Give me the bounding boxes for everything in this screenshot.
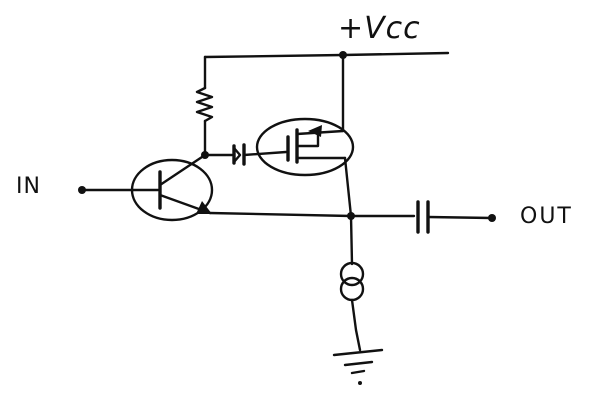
resistor-symbol	[195, 86, 214, 123]
bjt-emitter-arrow	[196, 201, 212, 214]
current-source-circle-lower	[339, 276, 365, 302]
input-label: IN	[16, 174, 41, 199]
gate-arrow-tip	[232, 146, 242, 164]
input-terminal	[78, 186, 86, 194]
ground-line-2	[343, 360, 374, 367]
bjt-collector	[158, 153, 207, 187]
gate-wire-2	[242, 150, 288, 157]
current-source-lead-top	[349, 214, 354, 266]
output-wire	[426, 215, 494, 220]
vcc-rail	[203, 51, 450, 59]
current-source-lead-bottom	[350, 298, 362, 352]
ground-line-3	[350, 369, 366, 375]
output-terminal	[488, 214, 496, 222]
vcc-label: +Vcc	[338, 11, 421, 46]
source-to-output-node	[343, 156, 353, 218]
current-source-circle-upper	[339, 261, 365, 287]
mosfet-body-line	[295, 131, 320, 148]
mosfet-arrow	[308, 125, 322, 137]
output-label: OUT	[520, 204, 573, 229]
ground-dot	[358, 381, 362, 385]
emitter-to-output	[208, 211, 416, 218]
ground-line-1	[332, 348, 384, 357]
bjt-circle	[130, 158, 214, 222]
mosfet-circle	[255, 117, 355, 177]
